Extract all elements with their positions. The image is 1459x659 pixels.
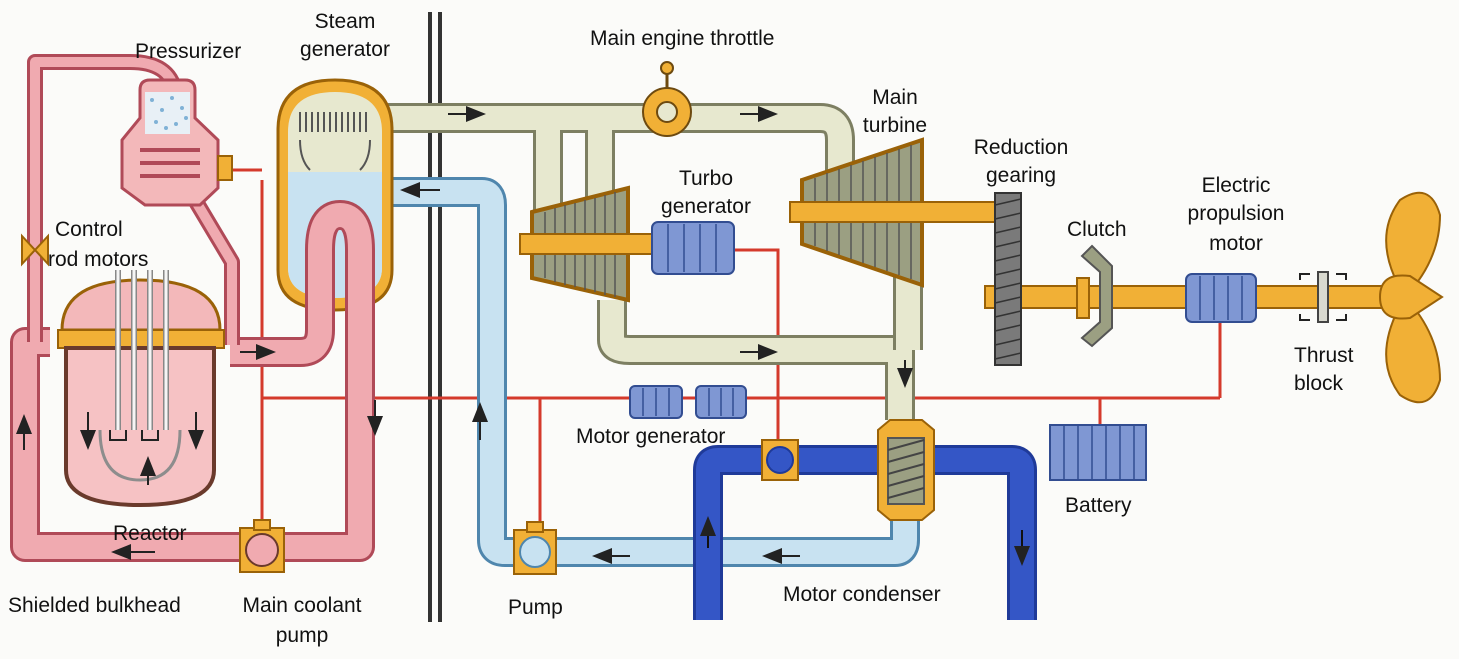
turbo-generator-turbine [519,185,661,303]
label-main-coolant-pump-2: pump [275,624,329,647]
propeller [1378,191,1444,404]
label-pressurizer: Pressurizer [135,40,242,63]
label-reduction-gearing-2: gearing [985,164,1057,187]
turbo-generator [651,221,735,275]
motor-generator [629,385,747,419]
feedwater-pump [513,521,557,575]
label-electric-propulsion-motor-2: propulsion [1187,202,1285,225]
label-control-rod-motors-2: rod motors [48,248,149,271]
reduction-gearing [994,192,1022,366]
label-main-engine-throttle: Main engine throttle [590,27,775,50]
label-pump: Pump [508,596,563,619]
steam-piping [388,103,923,420]
label-shielded-bulkhead: Shielded bulkhead [8,594,181,617]
clutch [1076,244,1113,348]
label-turbo-generator-1: Turbo [678,167,734,190]
electric-propulsion-motor [1185,273,1257,323]
steam-flow-arrows [448,106,913,388]
label-reactor: Reactor [113,522,187,545]
label-main-turbine-1: Main [872,86,918,109]
main-engine-throttle [642,61,692,137]
main-coolant-pump [239,519,285,573]
control-rod-motor-valve [21,233,49,267]
primary-flow-arrows [15,344,383,560]
pressurizer [120,78,233,207]
label-electric-propulsion-motor-3: motor [1209,232,1263,255]
battery [1049,424,1147,481]
label-motor-condenser: Motor condenser [783,583,941,606]
label-clutch: Clutch [1067,218,1127,241]
label-thrust-block-1: Thrust [1294,344,1354,367]
label-turbo-generator-2: generator [661,195,751,218]
label-battery: Battery [1065,494,1132,517]
label-main-coolant-pump-1: Main coolant [242,594,362,617]
label-control-rod-motors-1: Control [55,218,123,241]
label-motor-generator: Motor generator [576,425,726,448]
steam-generator-tube [305,199,375,330]
label-steam-generator-2: generator [300,38,390,61]
motor-condenser [877,419,935,521]
seawater-flow-arrows [700,516,1030,566]
reactor [57,270,225,508]
label-electric-propulsion-motor-1: Electric [1201,174,1271,197]
label-steam-generator-1: Steam [314,10,376,33]
seawater-pump [761,439,799,481]
feedwater-flow-arrows [400,182,800,564]
label-thrust-block-2: block [1294,372,1344,395]
label-main-turbine-2: turbine [862,114,928,137]
thrust-block [1299,271,1347,323]
seawater-loop [693,445,1037,620]
feedwater-piping [388,177,920,567]
label-reduction-gearing-1: Reduction [973,136,1069,159]
